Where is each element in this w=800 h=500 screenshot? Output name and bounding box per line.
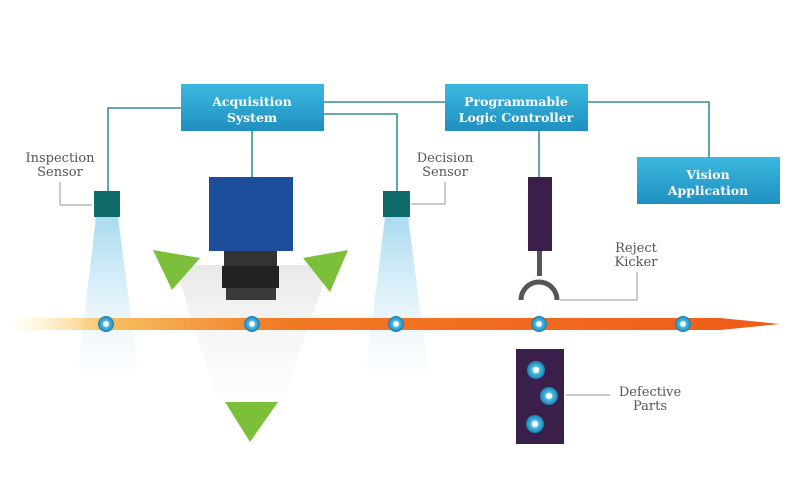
- part: [531, 316, 547, 332]
- defective-parts-label: Parts: [633, 399, 667, 414]
- parts-on-conveyor: [98, 316, 691, 332]
- leader-lines: [59, 182, 638, 396]
- decision-sensor-label: Decision: [417, 151, 474, 166]
- camera: [209, 177, 293, 300]
- defective-part: [526, 415, 544, 433]
- defective-part: [540, 387, 558, 405]
- acquisition-system-box: Acquisition System: [181, 84, 324, 131]
- box-label: Acquisition: [211, 94, 292, 109]
- left-deflector: [153, 250, 200, 290]
- defective-parts-bin: [516, 349, 564, 444]
- vision-application-box: Vision Application: [637, 157, 780, 204]
- inspection-light-beam: [78, 217, 138, 370]
- inspection-sensor-label: Sensor: [37, 165, 83, 180]
- plc-box: Programmable Logic Controller: [445, 84, 588, 131]
- reject-kicker-label: Kicker: [615, 255, 659, 270]
- box-label: Application: [667, 183, 748, 198]
- box-label: Programmable: [464, 94, 568, 109]
- inspection-sensor-label: Inspection: [25, 151, 95, 166]
- box-label: Logic Controller: [459, 110, 574, 125]
- defective-part: [527, 361, 545, 379]
- part: [244, 316, 260, 332]
- part: [675, 316, 691, 332]
- decision-light-beam: [366, 217, 428, 370]
- inspection-sensor: [94, 191, 120, 217]
- box-label: Vision: [685, 167, 729, 182]
- part: [388, 316, 404, 332]
- decision-sensor-label: Sensor: [422, 165, 468, 180]
- bottom-deflector: [225, 402, 278, 442]
- wires: [107, 101, 710, 191]
- right-deflector: [303, 250, 348, 292]
- defective-parts-label: Defective: [619, 385, 682, 400]
- part: [98, 316, 114, 332]
- reject-kicker: [518, 177, 560, 301]
- reject-kicker-label: Reject: [615, 241, 657, 256]
- box-label: System: [227, 110, 277, 125]
- decision-sensor: [383, 191, 410, 217]
